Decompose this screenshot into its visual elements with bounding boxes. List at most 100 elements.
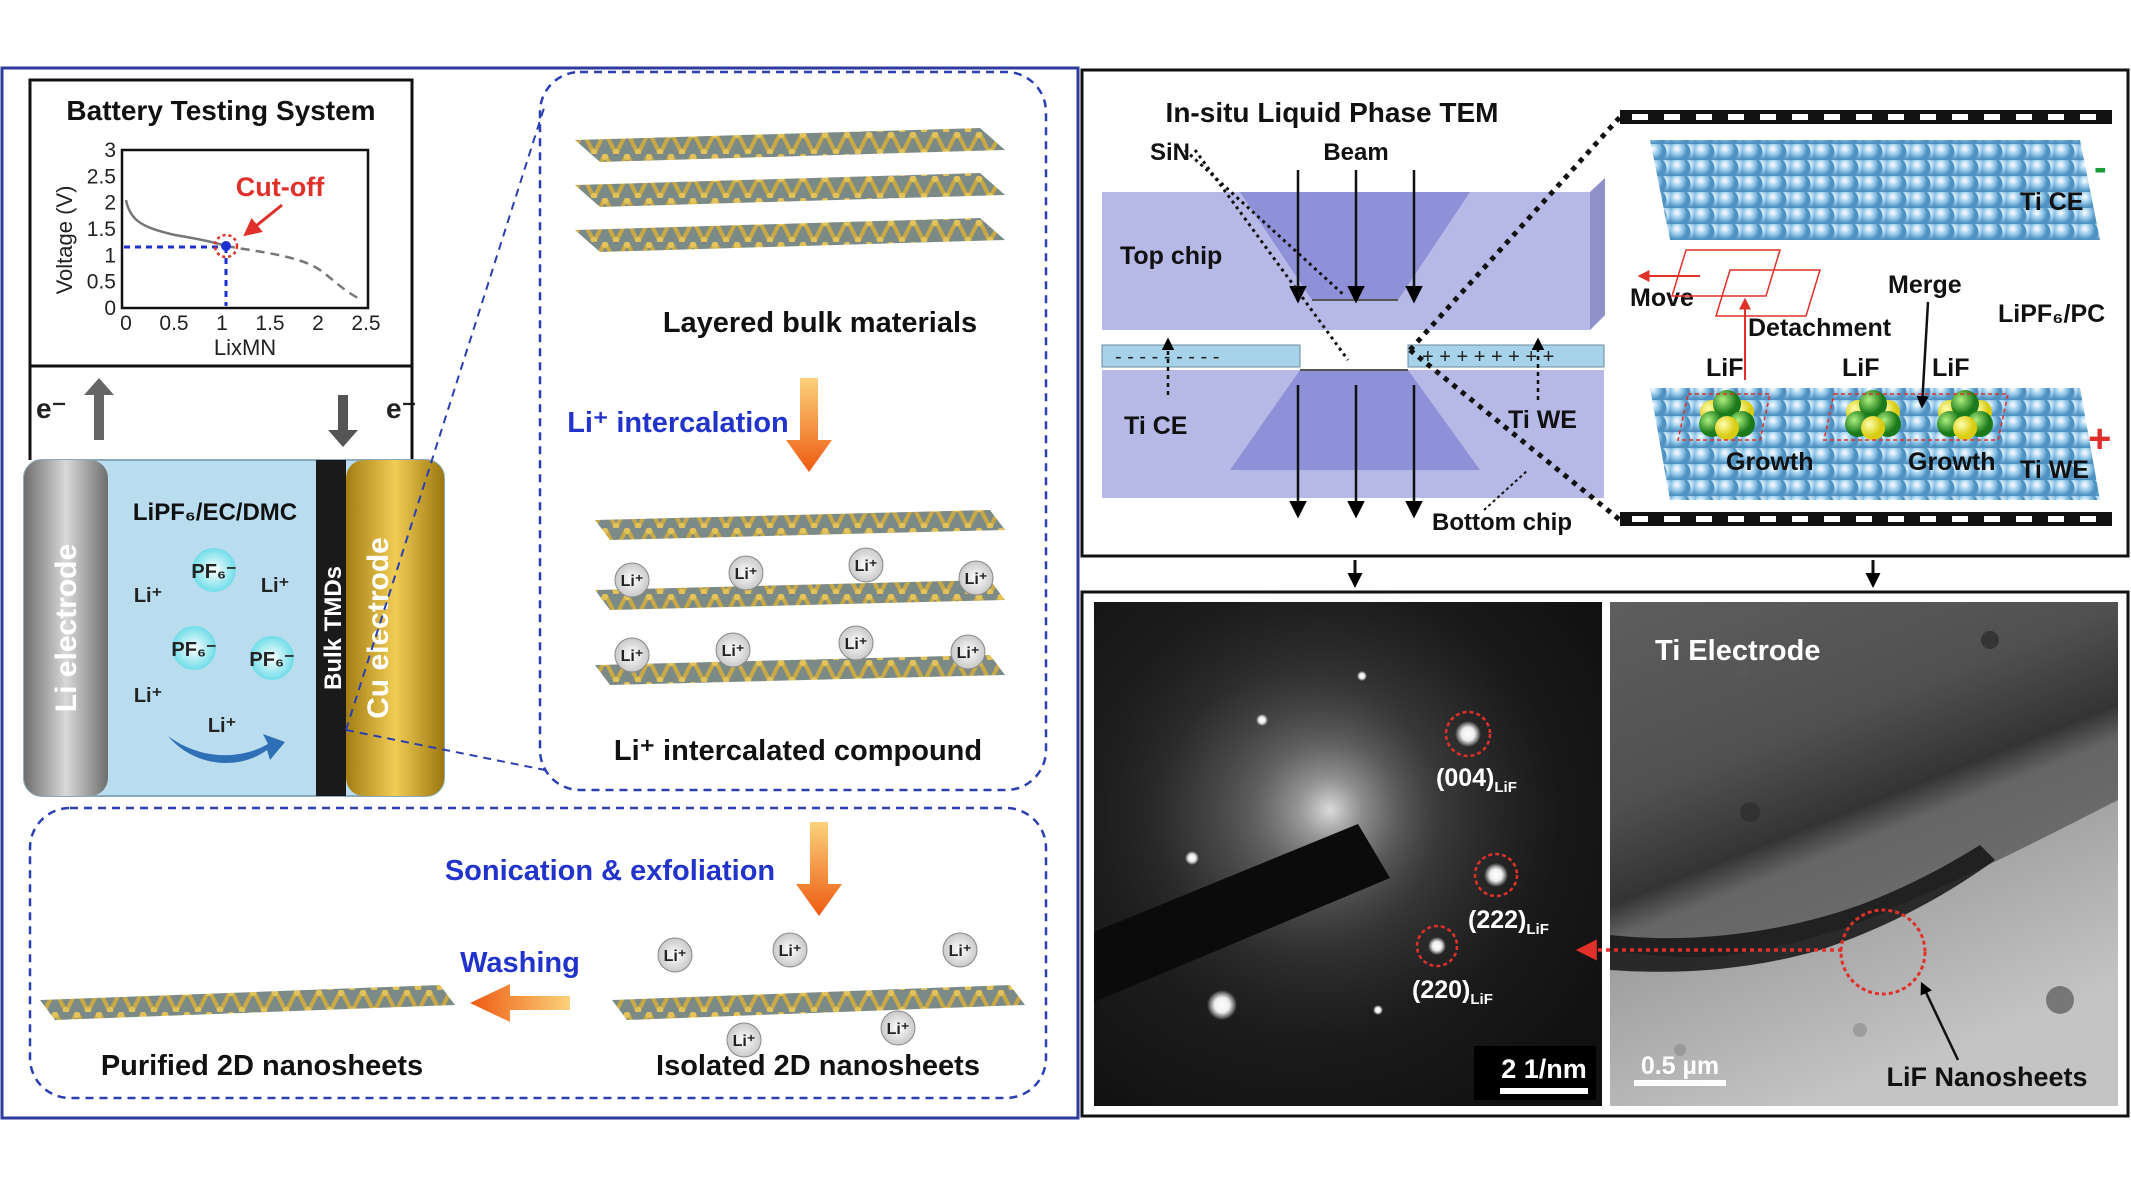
li-ion: Li⁺	[728, 555, 764, 591]
detachment-label: Detachment	[1748, 314, 1892, 342]
lif-cluster	[1845, 390, 1901, 440]
li-ion: Li⁺	[950, 634, 986, 670]
lif-cluster	[1937, 390, 1993, 440]
saed-pattern: (004)LiF (222)LiF (220)LiF 2 1/nm	[1094, 580, 1602, 1106]
svg-text:Li⁺: Li⁺	[735, 566, 758, 583]
isolated-nanosheet	[612, 985, 1025, 1020]
bts-xlabel: LixMN	[214, 335, 276, 360]
bts-ytick: 0	[104, 297, 116, 320]
li-ions-isolated: Li⁺ Li⁺ Li⁺ Li⁺ Li⁺	[657, 932, 978, 1058]
li-ions-intercalated: Li⁺Li⁺Li⁺Li⁺Li⁺Li⁺Li⁺Li⁺	[614, 547, 994, 673]
merge-label: Merge	[1888, 271, 1962, 299]
mech-ti-we-label: Ti WE	[2020, 456, 2089, 484]
liquid-cell-schematic: In-situ Liquid Phase TEM SiN Beam Top ch…	[1101, 97, 1622, 536]
svg-text:PF₆⁻: PF₆⁻	[191, 561, 236, 583]
saed-sub: LiF	[1494, 779, 1517, 796]
li-ion: Li⁺	[134, 585, 162, 607]
saed-004: (004)	[1436, 764, 1494, 792]
pf6-ion: PF₆⁻	[191, 548, 237, 592]
li-ion: Li⁺	[880, 1010, 916, 1046]
top-chip-label: Top chip	[1120, 242, 1222, 270]
tem-image-title: Ti Electrode	[1655, 635, 1820, 667]
tem-ti-we-label: Ti WE	[1508, 406, 1577, 434]
bts-xtick: 2.5	[351, 312, 380, 335]
pf6-ion: PF₆⁻	[249, 636, 295, 680]
mech-plus: +	[2088, 417, 2111, 461]
li-ion: Li⁺	[726, 1022, 762, 1058]
li-ion: Li⁺	[208, 715, 236, 737]
bts-ytick: 2	[104, 192, 116, 215]
svg-text:Li⁺: Li⁺	[855, 558, 878, 575]
voltage-curve-dashed	[225, 244, 363, 302]
sonication-arrow	[796, 822, 842, 916]
svg-text:(222)LiF: (222)LiF	[1468, 906, 1549, 938]
li-ion: Li⁺	[657, 937, 693, 973]
ion-flow-arrow	[168, 734, 285, 763]
mech-minus: -	[2094, 147, 2107, 189]
svg-text:PF₆⁻: PF₆⁻	[249, 649, 294, 671]
li-ion: Li⁺	[134, 685, 162, 707]
lif-cluster	[1699, 390, 1755, 440]
saed-sub: LiF	[1470, 991, 1493, 1008]
beam-stopper	[1094, 824, 1390, 1002]
li-ion: Li⁺	[772, 932, 808, 968]
li-electrode-label: Li electrode	[50, 544, 83, 712]
isolated-label: Isolated 2D nanosheets	[656, 1050, 980, 1082]
svg-text:Li⁺: Li⁺	[733, 1033, 756, 1050]
svg-text:Li⁺: Li⁺	[621, 573, 644, 590]
purified-label: Purified 2D nanosheets	[101, 1050, 423, 1082]
bulk-tmds-label: Bulk TMDs	[320, 566, 347, 690]
svg-text:+ + + + + + + +: + + + + + + + +	[1422, 346, 1554, 368]
tem-scalebar-label: 0.5 µm	[1641, 1052, 1719, 1080]
cutoff-marker	[213, 233, 239, 259]
bts-ytick: 0.5	[87, 271, 116, 294]
purified-nanosheet	[40, 985, 455, 1020]
lif-nanosheet-marker	[1839, 908, 1927, 996]
saed-222: (222)	[1468, 906, 1526, 934]
li-ion: Li⁺	[715, 632, 751, 668]
li-electrode	[24, 460, 108, 796]
lif-mechanism: Ti CE - Ti WE + Move Detachment Merge Li…	[1620, 110, 2112, 526]
tem-title: In-situ Liquid Phase TEM	[1166, 97, 1499, 128]
saed-220: (220)	[1412, 976, 1470, 1004]
lif-nanosheets-label: LiF Nanosheets	[1886, 1062, 2087, 1092]
sonication-label: Sonication & exfoliation	[445, 855, 775, 887]
li-ion: Li⁺	[958, 560, 994, 596]
intercalation-arrow	[786, 378, 832, 472]
layered-bulk-materials	[575, 128, 1005, 252]
lif-label: LiF	[1932, 354, 1970, 382]
layered-label: Layered bulk materials	[663, 307, 977, 339]
electron-arrow-down	[328, 395, 358, 447]
svg-text:Li⁺: Li⁺	[887, 1021, 910, 1038]
tem-image: Ti Electrode LiF Nanosheets 0.5 µm	[1575, 602, 2118, 1106]
bts-ytick: 1	[104, 244, 116, 267]
growth-label: Growth	[1726, 448, 1814, 476]
saed-sub: LiF	[1526, 921, 1549, 938]
li-ion: Li⁺	[614, 562, 650, 598]
bts-ytick: 3	[104, 139, 116, 162]
intercalated-label: Li⁺ intercalated compound	[614, 735, 982, 767]
cu-electrode-label: Cu electrode	[362, 537, 395, 719]
left-panel-border	[0, 66, 1080, 1120]
li-ion: Li⁺	[838, 625, 874, 661]
beam-label: Beam	[1323, 139, 1388, 166]
li-ion: Li⁺	[942, 932, 978, 968]
svg-text:Li⁺: Li⁺	[722, 643, 745, 660]
cu-electrode	[346, 460, 444, 796]
svg-text:(220)LiF: (220)LiF	[1412, 976, 1493, 1008]
bottom-chip-label: Bottom chip	[1432, 509, 1572, 536]
pf6-ion: PF₆⁻	[171, 626, 217, 670]
washing-arrow	[470, 984, 570, 1022]
electron-label-left: e⁻	[36, 393, 66, 424]
svg-text:PF₆⁻: PF₆⁻	[171, 639, 216, 661]
intercalation-box	[538, 70, 1048, 792]
lif-label: LiF	[1842, 354, 1880, 382]
svg-text:- - - - - - - - -: - - - - - - - - -	[1115, 346, 1219, 368]
ti-ce-spheres	[1650, 140, 2100, 240]
bts-ytick: 1.5	[87, 218, 116, 241]
saed-scalebar-label: 2 1/nm	[1501, 1054, 1587, 1084]
electron-arrow-up	[84, 378, 114, 440]
bts-ytick: 2.5	[87, 165, 116, 188]
